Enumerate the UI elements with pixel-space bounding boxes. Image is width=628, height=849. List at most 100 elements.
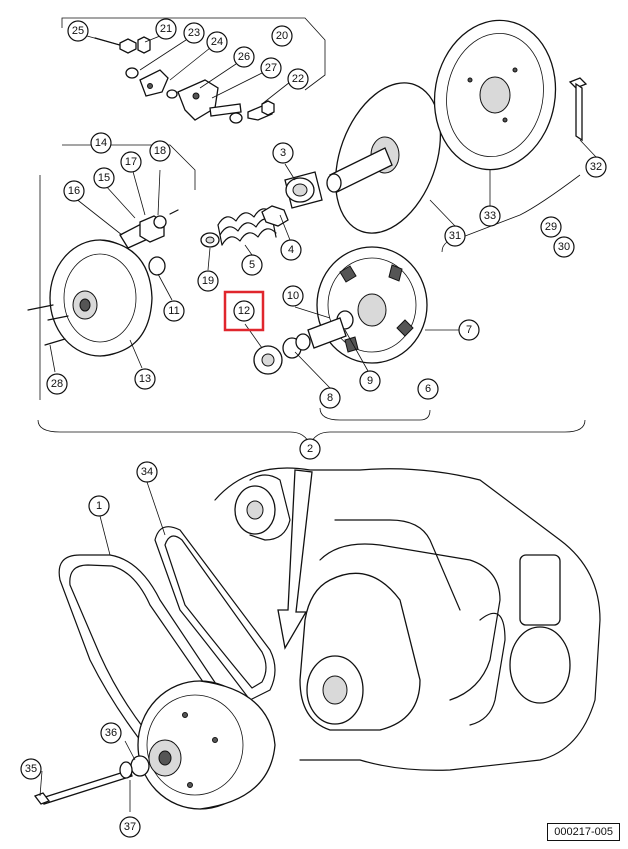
callout-29: 29	[540, 216, 562, 238]
callout-circle	[553, 236, 575, 258]
callout-label: 5	[249, 259, 255, 271]
callout-label: 29	[545, 221, 557, 233]
callout-16: 16	[63, 180, 85, 202]
callout-12: 12	[233, 300, 255, 322]
callout-6: 6	[417, 378, 439, 400]
washers	[253, 333, 311, 375]
callout-label: 13	[139, 373, 151, 385]
callout-circle	[155, 18, 177, 40]
callout-label: 16	[68, 185, 80, 197]
spider-assembly	[307, 246, 428, 364]
engine-assembly	[214, 467, 601, 771]
callout-26: 26	[233, 46, 255, 68]
callout-circle	[149, 140, 171, 162]
callout-label: 18	[154, 145, 166, 157]
callout-2: 2	[299, 438, 321, 460]
callout-circle	[585, 156, 607, 178]
callout-31: 31	[444, 225, 466, 247]
callout-circle	[319, 387, 341, 409]
callout-1: 1	[88, 495, 110, 517]
callout-circle	[20, 758, 42, 780]
callout-circle	[136, 461, 158, 483]
callout-label: 9	[367, 375, 373, 387]
callout-label: 12	[238, 305, 250, 317]
drive-clutch-installed	[137, 680, 276, 810]
callout-circle	[479, 205, 501, 227]
callout-30: 30	[553, 236, 575, 258]
callout-circle	[417, 378, 439, 400]
callout-label: 1	[96, 500, 102, 512]
callout-label: 23	[188, 27, 200, 39]
callout-label: 14	[95, 137, 107, 149]
driven-pulley	[433, 19, 588, 171]
bolt-35	[33, 755, 150, 805]
callout-circle	[280, 239, 302, 261]
callout-label: 30	[558, 241, 570, 253]
callout-circle	[119, 816, 141, 838]
assembly-arrow	[277, 469, 313, 650]
callout-label: 4	[288, 244, 294, 256]
callout-circle	[458, 319, 480, 341]
callout-label: 17	[125, 156, 137, 168]
callout-label: 8	[327, 392, 333, 404]
callout-9: 9	[359, 370, 381, 392]
callout-label: 22	[292, 73, 304, 85]
callout-label: 31	[449, 230, 461, 242]
callout-label: 6	[425, 383, 431, 395]
callout-17: 17	[120, 151, 142, 173]
callout-circle	[183, 22, 205, 44]
hardware-cluster-top	[94, 36, 275, 124]
callout-label: 24	[211, 36, 223, 48]
callout-32: 32	[585, 156, 607, 178]
callout-circle	[444, 225, 466, 247]
callout-circle	[359, 370, 381, 392]
callout-8: 8	[319, 387, 341, 409]
callout-label: 3	[280, 147, 286, 159]
callout-18: 18	[149, 140, 171, 162]
callout-label: 21	[160, 23, 172, 35]
belt-34	[154, 526, 276, 701]
callout-circle	[540, 216, 562, 238]
callout-label: 11	[168, 305, 179, 317]
callout-label: 36	[105, 727, 117, 739]
callout-15: 15	[93, 167, 115, 189]
callout-label: 7	[466, 324, 472, 336]
highlight-box	[223, 290, 265, 332]
callout-label: 10	[287, 290, 299, 302]
callout-20: 20	[271, 25, 293, 47]
callout-circle	[233, 46, 255, 68]
callout-circle	[93, 167, 115, 189]
callout-11: 11	[163, 300, 185, 322]
callout-circle	[88, 495, 110, 517]
callout-circle	[63, 180, 85, 202]
callout-circle	[163, 300, 185, 322]
callout-circle	[233, 300, 255, 322]
callout-label: 27	[265, 62, 277, 74]
callout-19: 19	[197, 270, 219, 292]
callout-circle	[241, 254, 263, 276]
clutch-cover	[27, 239, 166, 357]
callout-5: 5	[241, 254, 263, 276]
callout-24: 24	[206, 31, 228, 53]
figure-id-label: 000217-005	[547, 823, 620, 841]
callout-21: 21	[155, 18, 177, 40]
callout-circle	[272, 142, 294, 164]
callout-label: 33	[484, 210, 496, 222]
callout-23: 23	[183, 22, 205, 44]
callout-circle	[134, 368, 156, 390]
callout-label: 35	[25, 763, 37, 775]
callout-circle	[100, 722, 122, 744]
leader-lines	[39, 35, 597, 812]
callout-circle	[120, 151, 142, 173]
callout-35: 35	[20, 758, 42, 780]
callout-37: 37	[119, 816, 141, 838]
callout-circle	[197, 270, 219, 292]
callout-4: 4	[280, 239, 302, 261]
callout-13: 13	[134, 368, 156, 390]
callout-circle	[282, 285, 304, 307]
callout-circle	[90, 132, 112, 154]
callout-27: 27	[260, 57, 282, 79]
